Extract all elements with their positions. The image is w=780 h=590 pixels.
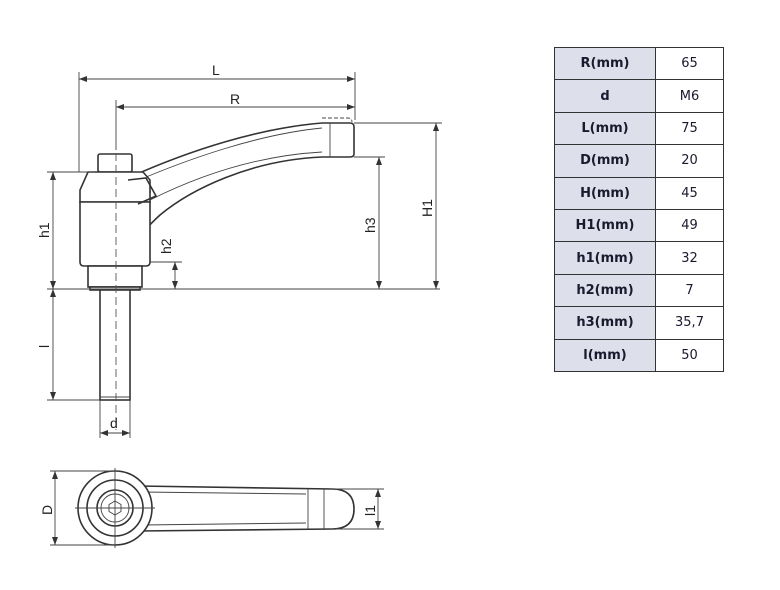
spec-key: d [554,79,656,113]
side-view: L R h1 l h [36,62,442,438]
spec-key: l(mm) [554,338,656,372]
spec-row: H(mm)45 [554,176,724,210]
spec-value: 35,7 [655,306,724,340]
spec-value: 49 [655,208,724,243]
spec-row: l(mm)50 [554,338,724,372]
spec-row: L(mm)75 [554,111,724,146]
spec-row: R(mm)65 [554,46,724,81]
label-l: l [36,345,52,348]
spec-key: h3(mm) [554,306,656,340]
top-view: D l1 [39,468,384,548]
spec-key: H1(mm) [554,208,656,243]
spec-value: 32 [655,241,724,275]
knob-cap [97,153,133,173]
spec-value: 75 [655,111,724,146]
label-h1: h1 [36,222,52,238]
spec-key: L(mm) [554,111,656,146]
spec-key: h2(mm) [554,273,656,308]
threaded-stud [99,289,131,401]
spec-key: H(mm) [554,176,656,210]
spec-row: h1(mm)32 [554,241,724,275]
label-h2: h2 [158,238,174,254]
label-R: R [230,91,240,107]
spec-value: 45 [655,176,724,210]
knob-collar [87,265,143,288]
spec-row: h2(mm)7 [554,273,724,308]
spec-key: h1(mm) [554,241,656,275]
spec-value: 50 [655,338,724,372]
spec-value: 65 [655,46,724,81]
label-l1: l1 [362,505,378,516]
label-H1: H1 [419,199,435,217]
spec-row: H1(mm)49 [554,208,724,243]
spec-row: D(mm)20 [554,144,724,178]
spec-key: D(mm) [554,144,656,178]
label-D: D [39,505,55,515]
lever-arm [126,122,355,246]
label-d: d [110,415,118,431]
spec-row: h3(mm)35,7 [554,306,724,340]
label-h3: h3 [362,217,378,233]
spec-value: 20 [655,144,724,178]
label-L: L [212,62,220,78]
spec-value: M6 [655,79,724,113]
knob-body [79,171,151,203]
spec-value: 7 [655,273,724,308]
spec-key: R(mm) [554,46,656,81]
